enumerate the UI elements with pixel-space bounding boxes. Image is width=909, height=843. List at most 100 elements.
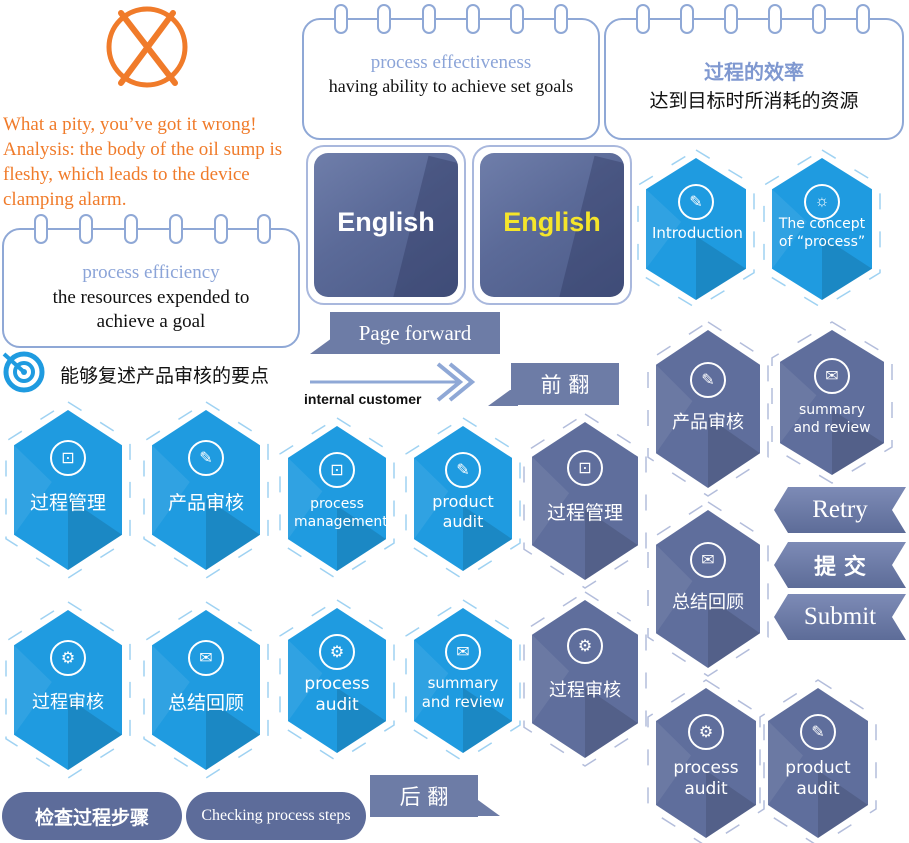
hex-shape <box>405 599 521 762</box>
hex-label: 产品审核 <box>167 492 244 514</box>
gear-icon: ⚙ <box>50 640 86 676</box>
hex-shape <box>279 417 395 580</box>
page-forward-label: Page forward <box>358 320 472 345</box>
hex-process-audit-cn[interactable]: ⚙ 过程审核 <box>5 601 131 779</box>
hex-product-audit-en-dark[interactable]: ✎ product audit <box>759 679 877 843</box>
edit-icon: ✎ <box>188 440 224 476</box>
check-steps-en-label: Checking process steps <box>201 807 351 824</box>
hex-summary-review-en[interactable]: ✉ summary and review <box>405 599 521 762</box>
page-forward-tail <box>310 338 340 354</box>
edit-icon: ✎ <box>800 714 836 750</box>
hex-label: summary and review <box>793 402 871 436</box>
lightbulb-icon: ☼ <box>804 184 840 220</box>
feedback-text: What a pity, you’ve got it wrong! Analys… <box>3 114 283 210</box>
hex-shape <box>523 591 647 767</box>
hex-shape <box>647 501 769 677</box>
camera-icon: ⊡ <box>567 450 603 486</box>
hex-shape <box>763 149 881 309</box>
hex-label: product audit <box>432 492 494 531</box>
card-process-efficiency: process efficiency the resources expende… <box>2 214 300 348</box>
objective-text: 能够复述产品审核的要点 <box>60 365 270 387</box>
edit-icon: ✎ <box>678 184 714 220</box>
check-steps-cn-label: 检查过程步骤 <box>34 806 149 829</box>
notepad-rings <box>606 4 902 34</box>
gear-icon: ⚙ <box>319 634 355 670</box>
hex-label: 总结回顾 <box>167 692 244 714</box>
hex-summary-cn-dark[interactable]: ✉ 总结回顾 <box>647 501 769 677</box>
check-steps-en-button[interactable]: Checking process steps <box>186 792 366 840</box>
hex-process-management-cn[interactable]: ⊡过程管理 <box>5 401 131 579</box>
hex-label: summary and review <box>421 674 505 711</box>
check-steps-cn-button[interactable]: 检查过程步骤 <box>2 792 182 840</box>
card-title: process effectiveness <box>370 52 532 73</box>
forward-cn-tail <box>488 390 518 406</box>
chat-icon: ✉ <box>445 634 481 670</box>
hex-process-management-cn-dark[interactable]: ⊡ 过程管理 <box>523 413 647 589</box>
camera-icon: ⊡ <box>50 440 86 476</box>
edit-icon: ✎ <box>445 452 481 488</box>
hex-label: The concept of “process” <box>778 216 866 250</box>
forward-cn-label: 前 翻 <box>540 373 590 397</box>
hex-process-audit-en-dark[interactable]: ⚙ process audit <box>647 679 765 843</box>
notepad-rings <box>4 214 298 244</box>
hex-shape <box>759 679 877 843</box>
hex-label: product audit <box>785 758 851 800</box>
arrow-label: internal customer <box>304 391 422 407</box>
hex-product-audit-cn-right[interactable]: ✎ 产品审核 <box>647 321 769 497</box>
hex-label: process management <box>294 496 388 530</box>
hex-process-audit-cn-dark[interactable]: ⚙过程审核 <box>523 591 647 767</box>
hex-shape <box>523 413 647 589</box>
chat-icon: ✉ <box>188 640 224 676</box>
hex-product-audit-cn[interactable]: ✎ 产品审核 <box>143 401 269 579</box>
hex-shape <box>637 149 755 309</box>
submit-cn-button[interactable]: 提 交 <box>774 542 906 588</box>
hex-shape <box>143 401 269 579</box>
english-button-1[interactable]: English <box>306 145 466 305</box>
submit-label: Submit <box>803 603 877 630</box>
hex-process-management-en[interactable]: ⊡process management <box>279 417 395 580</box>
submit-cn-label: 提 交 <box>814 555 866 580</box>
hex-shape <box>647 679 765 843</box>
english-label: English <box>337 207 435 237</box>
chat-icon: ✉ <box>814 358 850 394</box>
hex-summary-cn[interactable]: ✉ 总结回顾 <box>143 601 269 779</box>
chat-icon: ✉ <box>690 542 726 578</box>
english-button-2[interactable]: English <box>472 145 632 305</box>
hex-shape <box>5 601 131 779</box>
card-title: 过程的效率 <box>704 60 804 84</box>
notepad-rings <box>304 4 598 34</box>
hex-label: process audit <box>304 674 370 716</box>
hex-label: process audit <box>673 758 739 800</box>
card-title: process efficiency <box>82 262 220 283</box>
hex-shape <box>405 417 521 580</box>
english-label-highlighted: English <box>503 207 601 237</box>
hex-label: 过程审核 <box>32 692 104 713</box>
hex-label: 产品审核 <box>672 412 744 433</box>
hex-shape <box>143 601 269 779</box>
forward-cn-tab[interactable]: 前 翻 <box>511 363 619 405</box>
hex-label: 过程管理 <box>546 502 623 524</box>
submit-button[interactable]: Submit <box>774 594 906 640</box>
hex-concept-of-process[interactable]: ☼The concept of “process” <box>763 149 881 309</box>
target-icon <box>2 351 45 393</box>
hex-shape <box>279 599 395 762</box>
hex-label: 总结回顾 <box>672 592 744 613</box>
page-forward-tab[interactable]: Page forward <box>330 312 500 354</box>
hex-summary-review-right[interactable]: ✉ summary and review <box>771 321 893 484</box>
hex-introduction[interactable]: ✎Introduction <box>637 149 755 309</box>
card-body: having ability to achieve set goals <box>328 76 574 96</box>
back-cn-tab[interactable]: 后 翻 <box>370 775 478 817</box>
gear-icon: ⚙ <box>688 714 724 750</box>
edit-icon: ✎ <box>690 362 726 398</box>
hex-label: 过程审核 <box>549 680 621 701</box>
hex-process-audit-en[interactable]: ⚙ process audit <box>279 599 395 762</box>
hex-shape <box>771 321 893 484</box>
back-cn-label: 后 翻 <box>399 785 449 809</box>
hex-shape <box>5 401 131 579</box>
back-cn-tail <box>470 800 500 816</box>
wrong-answer-icon <box>106 6 188 88</box>
retry-button[interactable]: Retry <box>774 487 906 533</box>
retry-label: Retry <box>812 496 868 523</box>
hex-product-audit-en[interactable]: ✎ product audit <box>405 417 521 580</box>
arrow-icon <box>310 362 476 402</box>
